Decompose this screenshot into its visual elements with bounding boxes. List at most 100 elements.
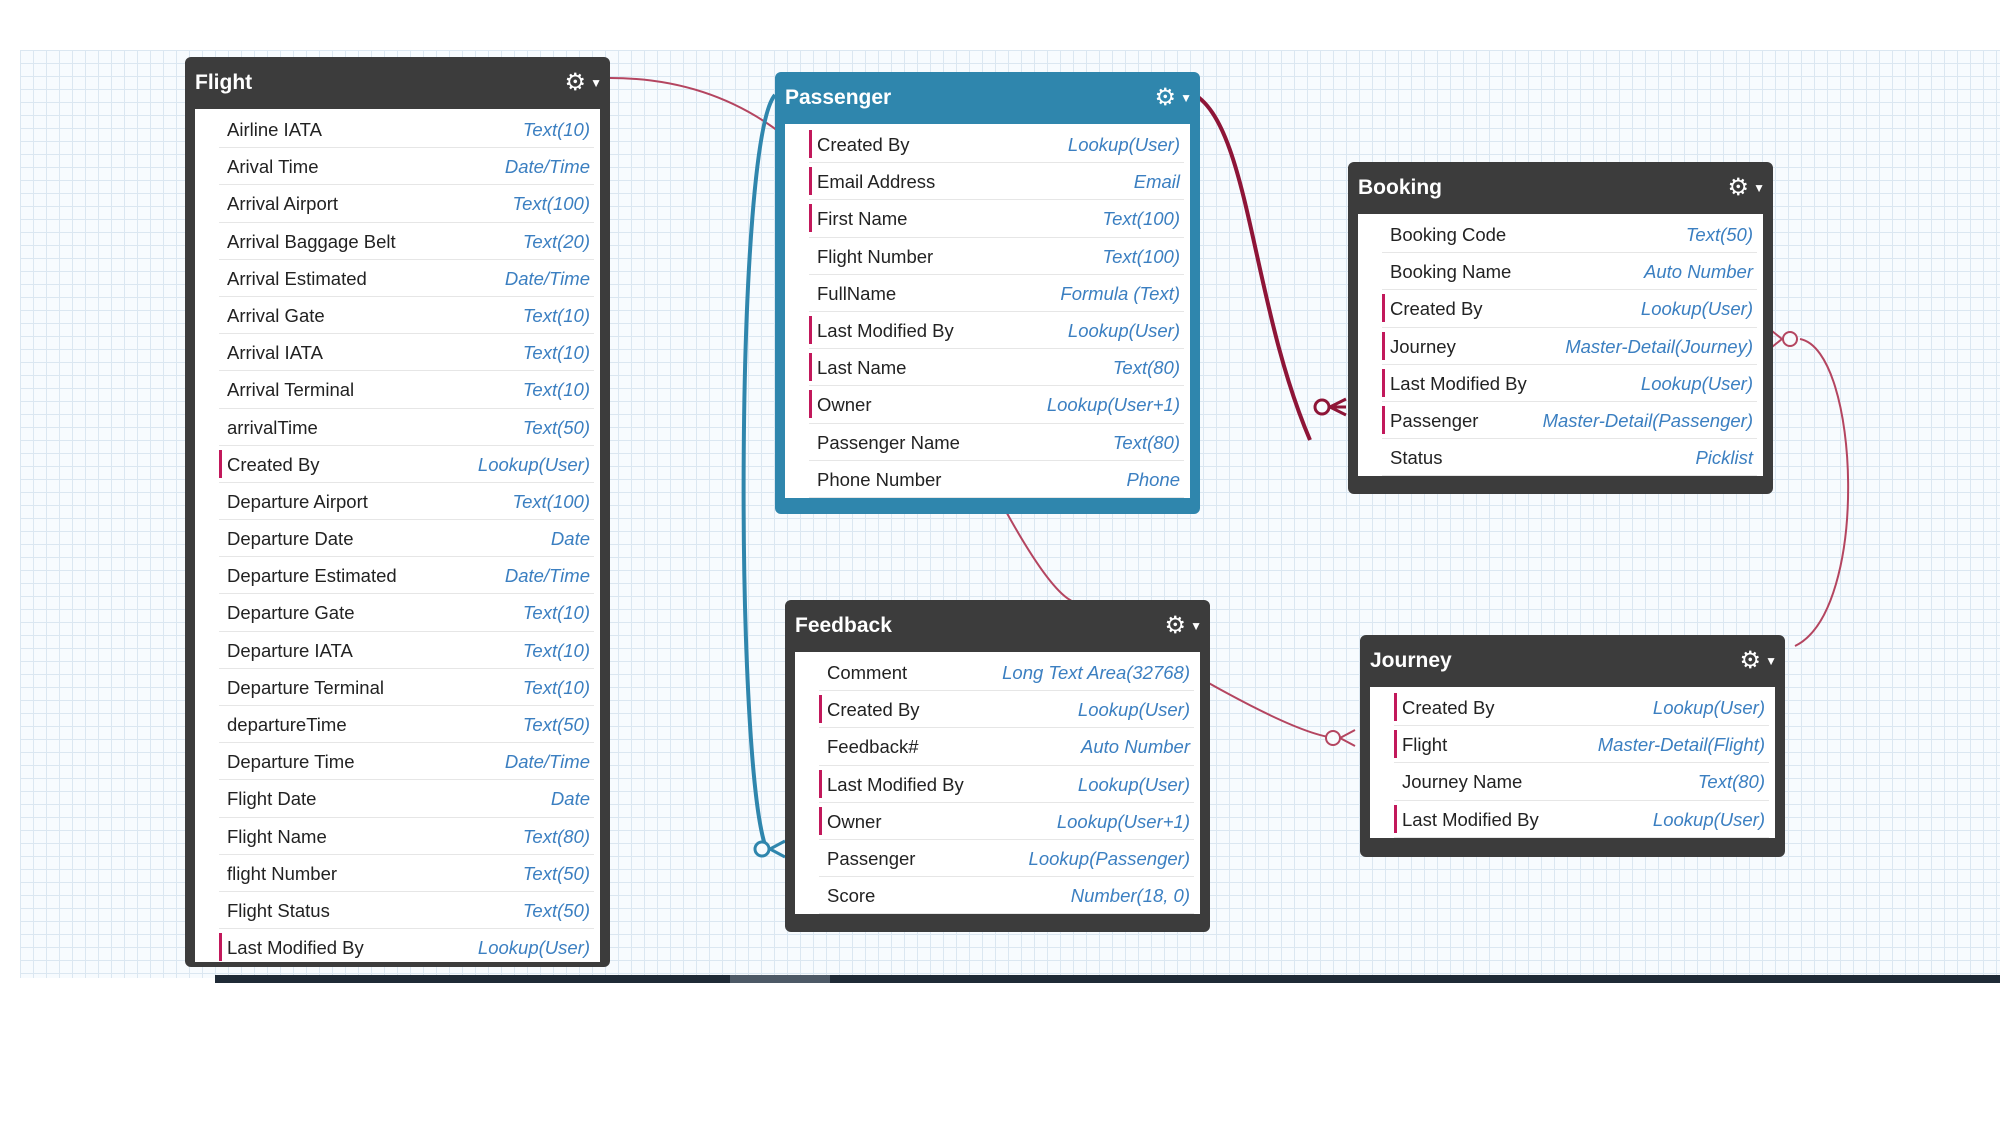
field-type: Text(20) <box>522 230 590 252</box>
field-name: Arrival Gate <box>227 304 325 326</box>
gear-icon[interactable]: ⚙ <box>1154 84 1176 111</box>
field-name: First Name <box>817 208 908 230</box>
gear-icon[interactable]: ⚙ <box>564 69 586 96</box>
field-type: Date/Time <box>504 156 590 178</box>
field-row[interactable]: Feedback#Auto Number <box>819 728 1194 766</box>
field-name: Created By <box>1402 697 1495 718</box>
gear-icon[interactable]: ⚙ <box>1739 647 1761 674</box>
object-header-feedback[interactable]: Feedback ⚙ ▼ <box>789 604 1206 648</box>
field-row[interactable]: Arrival Baggage Belt Text(20) <box>219 223 594 260</box>
connector-end-booking-journey-crowfoot <box>1771 330 1783 348</box>
object-header-passenger[interactable]: Passenger ⚙ ▼ <box>779 76 1196 120</box>
field-type: Master-Detail(Flight) <box>1597 734 1765 756</box>
chevron-down-icon[interactable]: ▼ <box>1753 181 1765 195</box>
gear-icon[interactable]: ⚙ <box>1727 174 1749 201</box>
field-row[interactable]: First Name Text(100) <box>809 200 1184 238</box>
object-header-flight[interactable]: Flight ⚙ ▼ <box>189 61 606 105</box>
connector-end-journey-circle <box>1325 730 1341 746</box>
chevron-down-icon[interactable]: ▼ <box>590 76 602 90</box>
field-type: Text(50) <box>522 416 590 438</box>
field-type: Text(100) <box>512 193 590 215</box>
field-name: flight Number <box>227 862 338 884</box>
field-name: Booking Name <box>1390 261 1512 283</box>
field-name: Owner <box>827 810 882 832</box>
field-type: Lookup(User) <box>1077 773 1190 795</box>
chevron-down-icon[interactable]: ▼ <box>1190 619 1202 633</box>
field-name: Departure IATA <box>227 639 353 661</box>
field-name: Booking Code <box>1390 224 1507 245</box>
object-header-booking[interactable]: Booking ⚙ ▼ <box>1352 166 1769 210</box>
chevron-down-icon[interactable]: ▼ <box>1765 654 1777 668</box>
field-name: Score <box>827 885 876 907</box>
horizontal-scrollbar-thumb[interactable] <box>730 975 830 983</box>
field-type: Text(100) <box>1102 245 1180 267</box>
field-type: Text(100) <box>1102 208 1180 230</box>
field-name: Departure Estimated <box>227 565 397 587</box>
field-name: Arrival Baggage Belt <box>227 230 396 252</box>
horizontal-scrollbar[interactable] <box>215 975 2000 983</box>
field-type: Lookup(Passenger) <box>1028 847 1190 869</box>
field-type: Text(10) <box>522 379 590 401</box>
chevron-down-icon[interactable]: ▼ <box>1180 91 1192 105</box>
field-name: Departure Time <box>227 751 355 773</box>
object-header-journey[interactable]: Journey ⚙ ▼ <box>1364 639 1781 683</box>
connector-passenger-feedback <box>741 93 777 846</box>
gear-icon[interactable]: ⚙ <box>1164 612 1186 639</box>
